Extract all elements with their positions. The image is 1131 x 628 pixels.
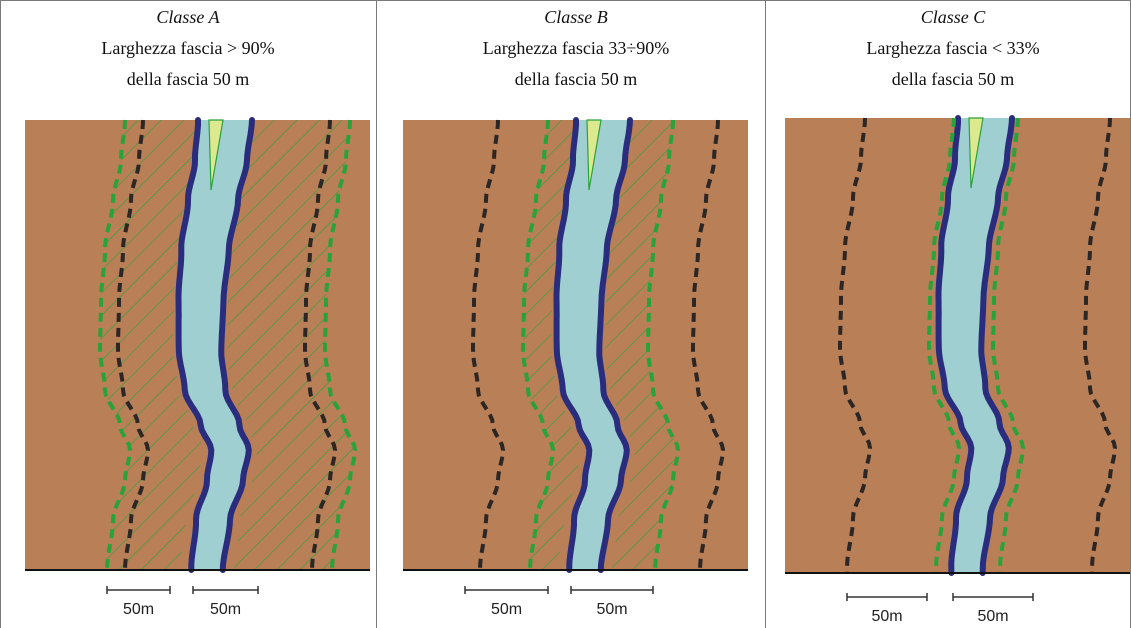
scale-label: 50m	[871, 608, 902, 625]
diagram-panel-a: 50m 50m	[25, 117, 370, 618]
width-description: Larghezza fascia < 33%	[866, 38, 1040, 58]
buffer-50m-line	[116, 119, 151, 571]
column-divider	[376, 0, 377, 628]
riverbank-right	[218, 117, 255, 573]
buffer-50m-line	[838, 117, 873, 573]
scale-label: 50m	[596, 601, 627, 618]
diagram-panel-c: 50m 50m	[785, 115, 1130, 625]
class-label: Classe C	[920, 7, 986, 27]
reference-description: della fascia 50 m	[514, 69, 638, 89]
riparian-band-left	[100, 120, 203, 570]
gravel-bar	[586, 119, 602, 191]
riverbank-right	[596, 117, 633, 573]
class-label: Classe A	[156, 7, 220, 27]
diagram-panel-b: 50m 50m	[403, 117, 748, 618]
vegetation-boundary-line	[991, 117, 1026, 573]
panel-header-b: Classe B Larghezza fascia 33÷90% della f…	[388, 0, 764, 95]
panel-header-a: Classe A Larghezza fascia > 90% della fa…	[0, 0, 376, 95]
riverbank-left	[935, 115, 975, 576]
vegetation-boundary-line	[323, 119, 358, 571]
width-description: Larghezza fascia > 90%	[101, 38, 275, 58]
riparian-band-right	[227, 120, 355, 570]
riverbank-right	[978, 115, 1015, 576]
riparian-band-right	[605, 120, 678, 570]
buffer-50m-line	[303, 119, 338, 571]
buffer-50m-line	[1083, 117, 1118, 573]
river-water	[178, 120, 252, 570]
riverbank-left	[175, 117, 215, 573]
column-divider	[765, 0, 766, 628]
gravel-bar	[208, 119, 224, 191]
scale-label: 50m	[123, 601, 154, 618]
vegetation-boundary-line	[927, 117, 962, 573]
vegetation-boundary-line	[98, 119, 133, 571]
buffer-50m-line	[691, 119, 726, 571]
panel-header-c: Classe C Larghezza fascia < 33% della fa…	[765, 0, 1131, 95]
gravel-bar	[968, 117, 984, 189]
class-label: Classe B	[544, 7, 608, 27]
scale-label: 50m	[210, 601, 241, 618]
riverbank-left	[553, 117, 593, 573]
scale-label: 50m	[491, 601, 522, 618]
river-water	[556, 120, 630, 570]
riparian-band-left	[523, 120, 581, 570]
vegetation-boundary-line	[521, 119, 556, 571]
river-water	[938, 118, 1012, 573]
buffer-50m-line	[471, 119, 506, 571]
reference-description: della fascia 50 m	[891, 69, 1015, 89]
width-description: Larghezza fascia 33÷90%	[482, 38, 670, 58]
vegetation-boundary-line	[646, 119, 681, 571]
reference-description: della fascia 50 m	[126, 69, 250, 89]
scale-label: 50m	[977, 608, 1008, 625]
